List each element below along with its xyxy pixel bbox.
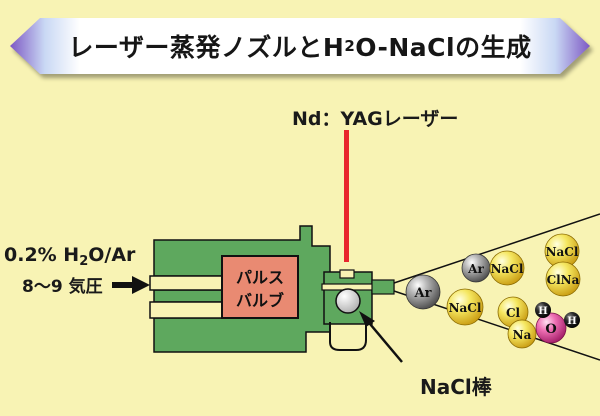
laser-beam — [344, 130, 349, 262]
particle-nacl-3: NaCl — [446, 288, 484, 326]
particle-ar-1: Ar — [405, 274, 441, 310]
particle-o: O — [535, 312, 567, 344]
valve-label-line2: バルブ — [236, 291, 284, 310]
particle-clna: ClNa — [545, 261, 581, 297]
gas-label-subscript: 2 — [79, 254, 89, 269]
laser-label: Nd：YAGレーザー — [292, 108, 459, 130]
rod-pointer-line — [364, 317, 403, 363]
title-subscript: 2 — [344, 37, 356, 55]
pulse-valve — [221, 255, 299, 319]
gas-mixture-label: 0.2% H2O/Ar — [4, 244, 135, 269]
particle-nacl-3-label: NaCl — [449, 301, 482, 315]
gas-label-suffix: O/Ar — [88, 244, 136, 266]
particle-h-2: H — [564, 312, 580, 328]
particle-ar-2-label: Ar — [467, 262, 484, 276]
rod-holder — [329, 322, 367, 351]
particle-h-1-label: H — [538, 306, 547, 317]
particle-na: Na — [507, 319, 537, 349]
particle-nacl-2-label: NaCl — [546, 245, 579, 259]
banner-shape — [10, 18, 590, 74]
particle-nacl-2: NaCl — [544, 233, 580, 269]
rod-pointer-arrowhead — [359, 311, 375, 327]
title-suffix: O-NaClの生成 — [355, 33, 532, 62]
particle-nacl-1: NaCl — [489, 250, 525, 286]
particle-h-1: H — [535, 302, 551, 318]
nacl-rod — [335, 288, 361, 314]
laser-port — [339, 269, 355, 279]
particle-ar-2: Ar — [461, 253, 491, 283]
particle-h-2-label: H — [567, 316, 576, 327]
particle-na-label: Na — [513, 328, 532, 342]
particle-cl: Cl — [497, 296, 529, 328]
pressure-label: 8～9 気圧 — [22, 277, 103, 297]
expansion-cone-upper — [393, 213, 600, 284]
nozzle-tip — [371, 279, 395, 295]
valve-label-line1: パルス — [236, 268, 284, 287]
title-prefix: レーザー蒸発ノズルとH — [68, 33, 345, 62]
particle-o-label: O — [545, 322, 556, 337]
nacl-rod-label: NaCl棒 — [420, 375, 492, 399]
particle-clna-label: ClNa — [547, 273, 580, 287]
particle-cl-label: Cl — [506, 306, 521, 320]
gas-label-prefix: 0.2% H — [4, 244, 80, 266]
particle-nacl-1-label: NaCl — [491, 262, 524, 276]
particle-ar-1-label: Ar — [414, 286, 432, 301]
gas-input-arrowhead — [132, 276, 150, 294]
